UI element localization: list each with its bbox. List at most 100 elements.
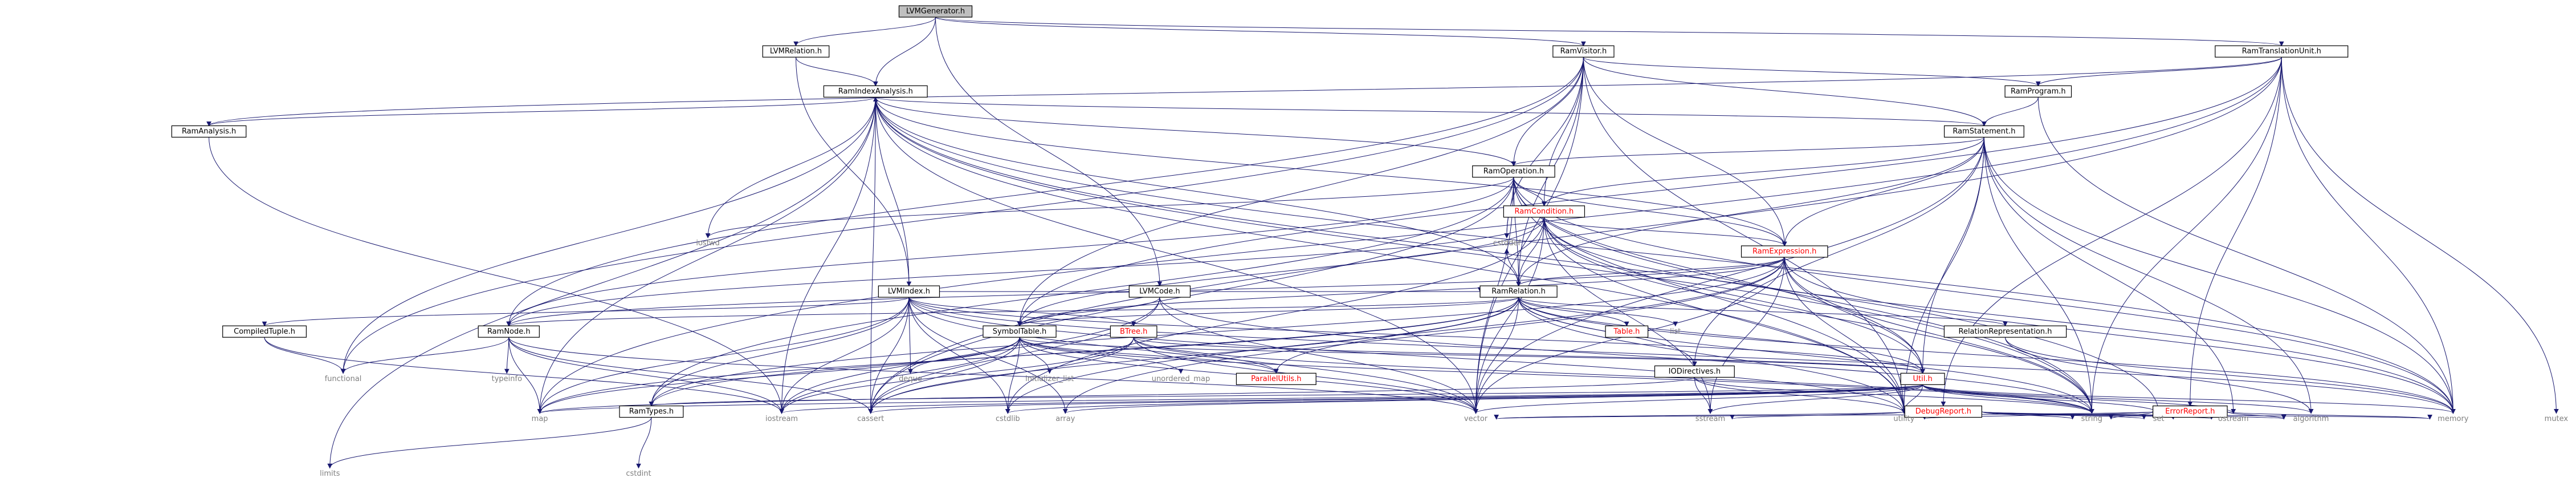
include-edge — [875, 97, 1519, 286]
node-table[interactable]: Table.h — [1605, 325, 1649, 338]
node-ramvisitor[interactable]: RamVisitor.h — [1552, 45, 1615, 58]
edge-arrowhead — [2036, 81, 2041, 87]
include-edge — [508, 337, 540, 414]
include-edge — [707, 177, 1514, 238]
include-edge — [651, 257, 1785, 406]
node-sstream: sstream — [1695, 415, 1725, 423]
include-edge — [1513, 177, 1905, 414]
node-label: cstdint — [626, 469, 651, 478]
node-debugreport[interactable]: DebugReport.h — [1904, 405, 1982, 418]
node-label[interactable]: RamIndexAnalysis.h — [838, 87, 913, 96]
include-edge — [1543, 217, 1785, 246]
node-string: string — [2081, 415, 2102, 423]
include-edge — [2091, 57, 2282, 414]
edge-arrowhead — [1473, 408, 1478, 414]
node-ramanalysis[interactable]: RamAnalysis.h — [171, 125, 247, 138]
node-label[interactable]: RamStatement.h — [1953, 127, 2015, 136]
node-box — [823, 85, 928, 98]
node-label: iosfwd — [696, 239, 720, 248]
include-edge — [781, 97, 876, 414]
edge-arrowhead — [908, 368, 913, 374]
include-edge — [1694, 137, 1984, 366]
include-edge — [1583, 57, 1905, 414]
node-compiledtuple[interactable]: CompiledTuple.h — [222, 325, 307, 338]
include-edge — [796, 57, 876, 86]
node-label[interactable]: IODirectives.h — [1669, 367, 1721, 376]
edge-arrowhead — [340, 368, 346, 374]
node-label[interactable]: RamTypes.h — [629, 407, 674, 416]
node-label[interactable]: LVMIndex.h — [888, 287, 930, 296]
node-utility: utility — [1893, 415, 1914, 423]
node-lvmcode[interactable]: LVMCode.h — [1128, 285, 1191, 298]
node-relrep[interactable]: RelationRepresentation.h — [1943, 325, 2067, 338]
edge-arrowhead — [705, 233, 711, 238]
node-box — [1236, 372, 1316, 385]
node-lvmindex[interactable]: LVMIndex.h — [878, 285, 940, 298]
include-edge — [1518, 297, 2453, 414]
include-edge — [781, 337, 1134, 414]
edge-arrowhead — [2308, 408, 2314, 414]
node-lvmgen[interactable]: LVMGenerator.h — [898, 5, 973, 18]
include-edge — [1543, 217, 2453, 414]
node-label[interactable]: RelationRepresentation.h — [1959, 327, 2052, 336]
node-label[interactable]: SymbolTable.h — [993, 327, 1046, 336]
node-label[interactable]: CompiledTuple.h — [234, 327, 295, 336]
include-edge — [1019, 217, 1544, 326]
node-ramoperation[interactable]: RamOperation.h — [1472, 165, 1555, 178]
node-label[interactable]: DebugReport.h — [1915, 407, 1971, 416]
include-edge — [2227, 411, 2284, 419]
node-errorreport[interactable]: ErrorReport.h — [2153, 405, 2228, 418]
node-label: ostream — [2218, 415, 2249, 423]
node-label[interactable]: LVMCode.h — [1139, 287, 1180, 296]
node-label[interactable]: RamProgram.h — [2011, 87, 2066, 96]
include-edge — [264, 337, 344, 374]
node-label: map — [532, 415, 548, 423]
node-label[interactable]: RamAnalysis.h — [182, 127, 236, 136]
node-label[interactable]: ErrorReport.h — [2165, 407, 2215, 416]
node-box — [1654, 365, 1735, 378]
edge-arrowhead — [2451, 408, 2456, 414]
include-edge — [209, 56, 2282, 126]
node-label: utility — [1893, 415, 1914, 423]
node-ramexpression[interactable]: RamExpression.h — [1741, 245, 1828, 258]
node-ramrelation[interactable]: RamRelation.h — [1479, 285, 1558, 298]
include-edge — [781, 384, 1923, 414]
node-label[interactable]: LVMRelation.h — [770, 47, 822, 56]
node-unordmap: unordered_map — [1152, 375, 1210, 383]
node-label[interactable]: RamOperation.h — [1483, 167, 1544, 176]
node-label[interactable]: RamExpression.h — [1752, 247, 1816, 256]
node-util[interactable]: Util.h — [1900, 372, 1945, 385]
node-ramcondition[interactable]: RamCondition.h — [1503, 205, 1585, 218]
node-label[interactable]: RamTranslationUnit.h — [2242, 47, 2321, 56]
node-ramindex[interactable]: RamIndexAnalysis.h — [823, 85, 928, 98]
node-parutils[interactable]: ParallelUtils.h — [1236, 372, 1316, 385]
node-label: string — [2081, 415, 2102, 423]
node-label[interactable]: LVMGenerator.h — [906, 7, 965, 16]
node-ramtypes[interactable]: RamTypes.h — [619, 405, 684, 418]
node-btree[interactable]: BTree.h — [1110, 325, 1157, 338]
node-label[interactable]: Table.h — [1613, 327, 1640, 336]
node-symboltable[interactable]: SymbolTable.h — [983, 325, 1057, 338]
node-lvmrelation[interactable]: LVMRelation.h — [762, 45, 830, 58]
node-ramprogram[interactable]: RamProgram.h — [2004, 85, 2072, 98]
node-label[interactable]: RamNode.h — [487, 327, 531, 336]
node-label[interactable]: BTree.h — [1120, 327, 1147, 336]
node-ramnode[interactable]: RamNode.h — [478, 325, 540, 338]
node-label[interactable]: Util.h — [1913, 375, 1933, 383]
include-edge — [1019, 297, 1519, 326]
include-edge — [539, 57, 2282, 414]
include-edge — [1065, 384, 1923, 414]
include-edge — [935, 17, 1584, 46]
node-label[interactable]: RamVisitor.h — [1560, 47, 1607, 56]
node-box — [1110, 325, 1157, 338]
node-ramtu[interactable]: RamTranslationUnit.h — [2215, 45, 2349, 58]
node-label[interactable]: RamCondition.h — [1515, 207, 1574, 216]
node-label[interactable]: RamRelation.h — [1491, 287, 1546, 296]
node-ramstatement[interactable]: RamStatement.h — [1943, 125, 2024, 138]
node-iodir[interactable]: IODirectives.h — [1654, 365, 1735, 378]
edge-arrowhead — [537, 408, 543, 414]
node-label[interactable]: ParallelUtils.h — [1251, 375, 1301, 383]
include-edge — [875, 17, 936, 86]
include-edge — [1513, 177, 2092, 414]
node-label: array — [1055, 415, 1075, 423]
